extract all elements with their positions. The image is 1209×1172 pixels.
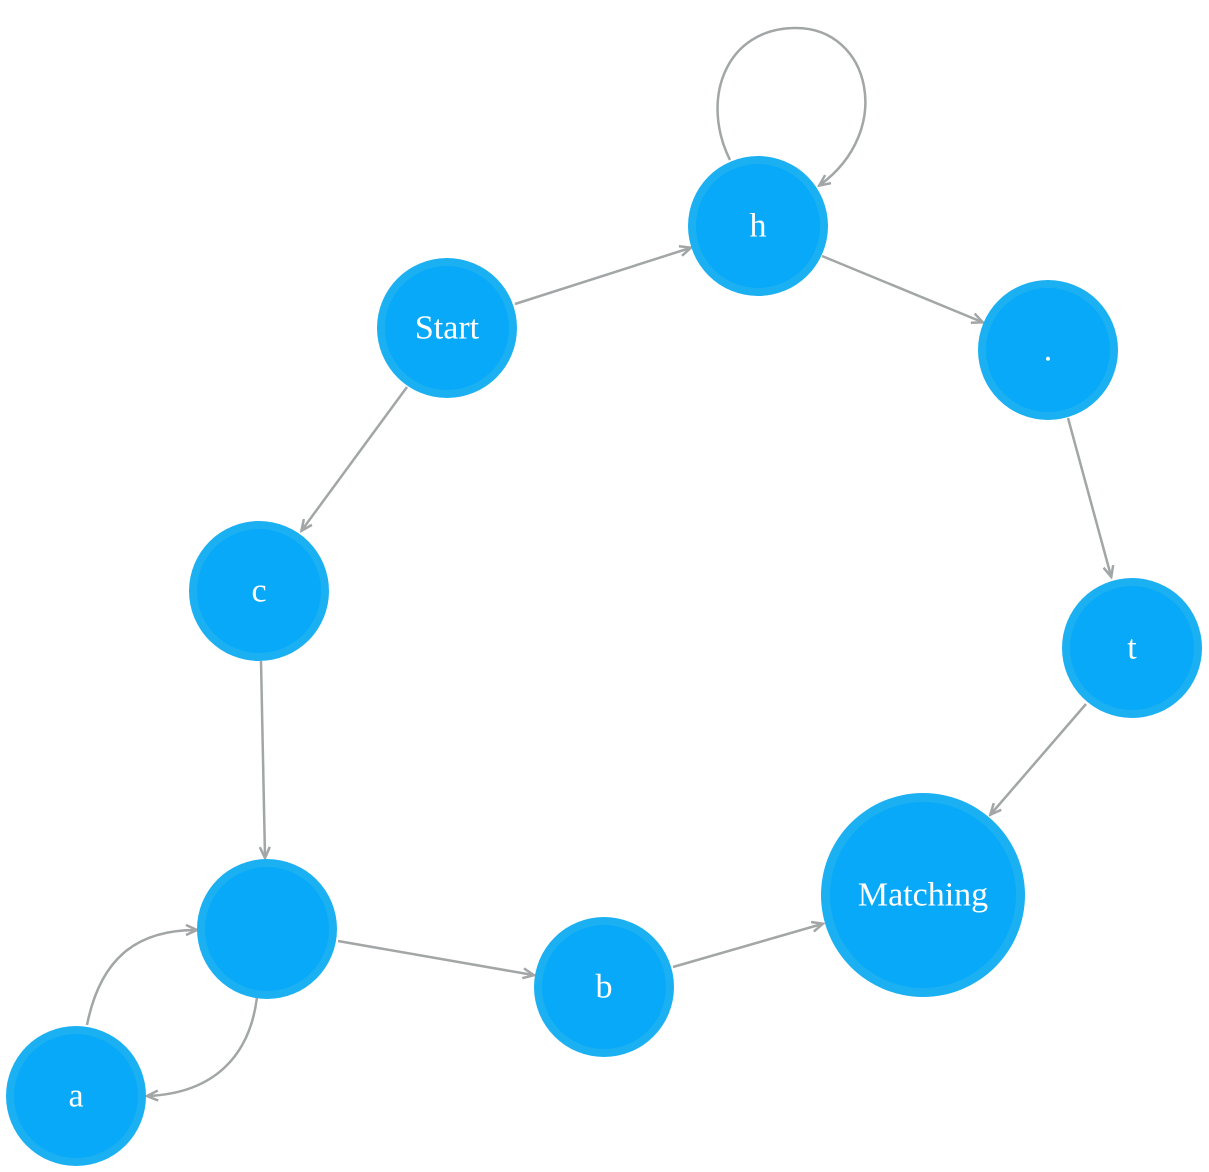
edge-blank-to-b	[337, 939, 533, 975]
edge-start-to-h	[514, 248, 690, 306]
edge-t-to-matching	[991, 703, 1087, 814]
edge-h-self-loop	[716, 26, 867, 185]
node-a-label: a	[68, 1078, 83, 1115]
node-matching-label: Matching	[858, 877, 988, 914]
node-h[interactable]: h	[688, 156, 828, 296]
edge-start-to-c	[302, 386, 409, 530]
node-b[interactable]: b	[534, 917, 674, 1057]
edges	[85, 26, 1111, 1096]
nodes: Start h . t Matching c	[6, 156, 1202, 1166]
node-dot-label: .	[1044, 332, 1053, 369]
node-dot[interactable]: .	[978, 280, 1118, 420]
node-c-label: c	[251, 573, 266, 610]
node-start[interactable]: Start	[377, 258, 517, 398]
edge-dot-to-t	[1066, 417, 1111, 576]
edge-b-to-matching	[672, 924, 822, 969]
node-t-label: t	[1127, 630, 1137, 667]
edge-a-to-blank	[85, 930, 196, 1026]
edge-h-to-dot	[821, 254, 982, 322]
node-blank[interactable]	[197, 859, 337, 999]
node-matching[interactable]: Matching	[821, 793, 1025, 997]
node-a[interactable]: a	[6, 1026, 146, 1166]
node-h-label: h	[750, 208, 767, 245]
node-start-label: Start	[415, 310, 480, 347]
node-b-label: b	[596, 969, 613, 1006]
node-t[interactable]: t	[1062, 578, 1202, 718]
node-c[interactable]: c	[189, 521, 329, 661]
edge-blank-to-a	[148, 996, 259, 1096]
edge-c-to-blank	[261, 660, 265, 857]
